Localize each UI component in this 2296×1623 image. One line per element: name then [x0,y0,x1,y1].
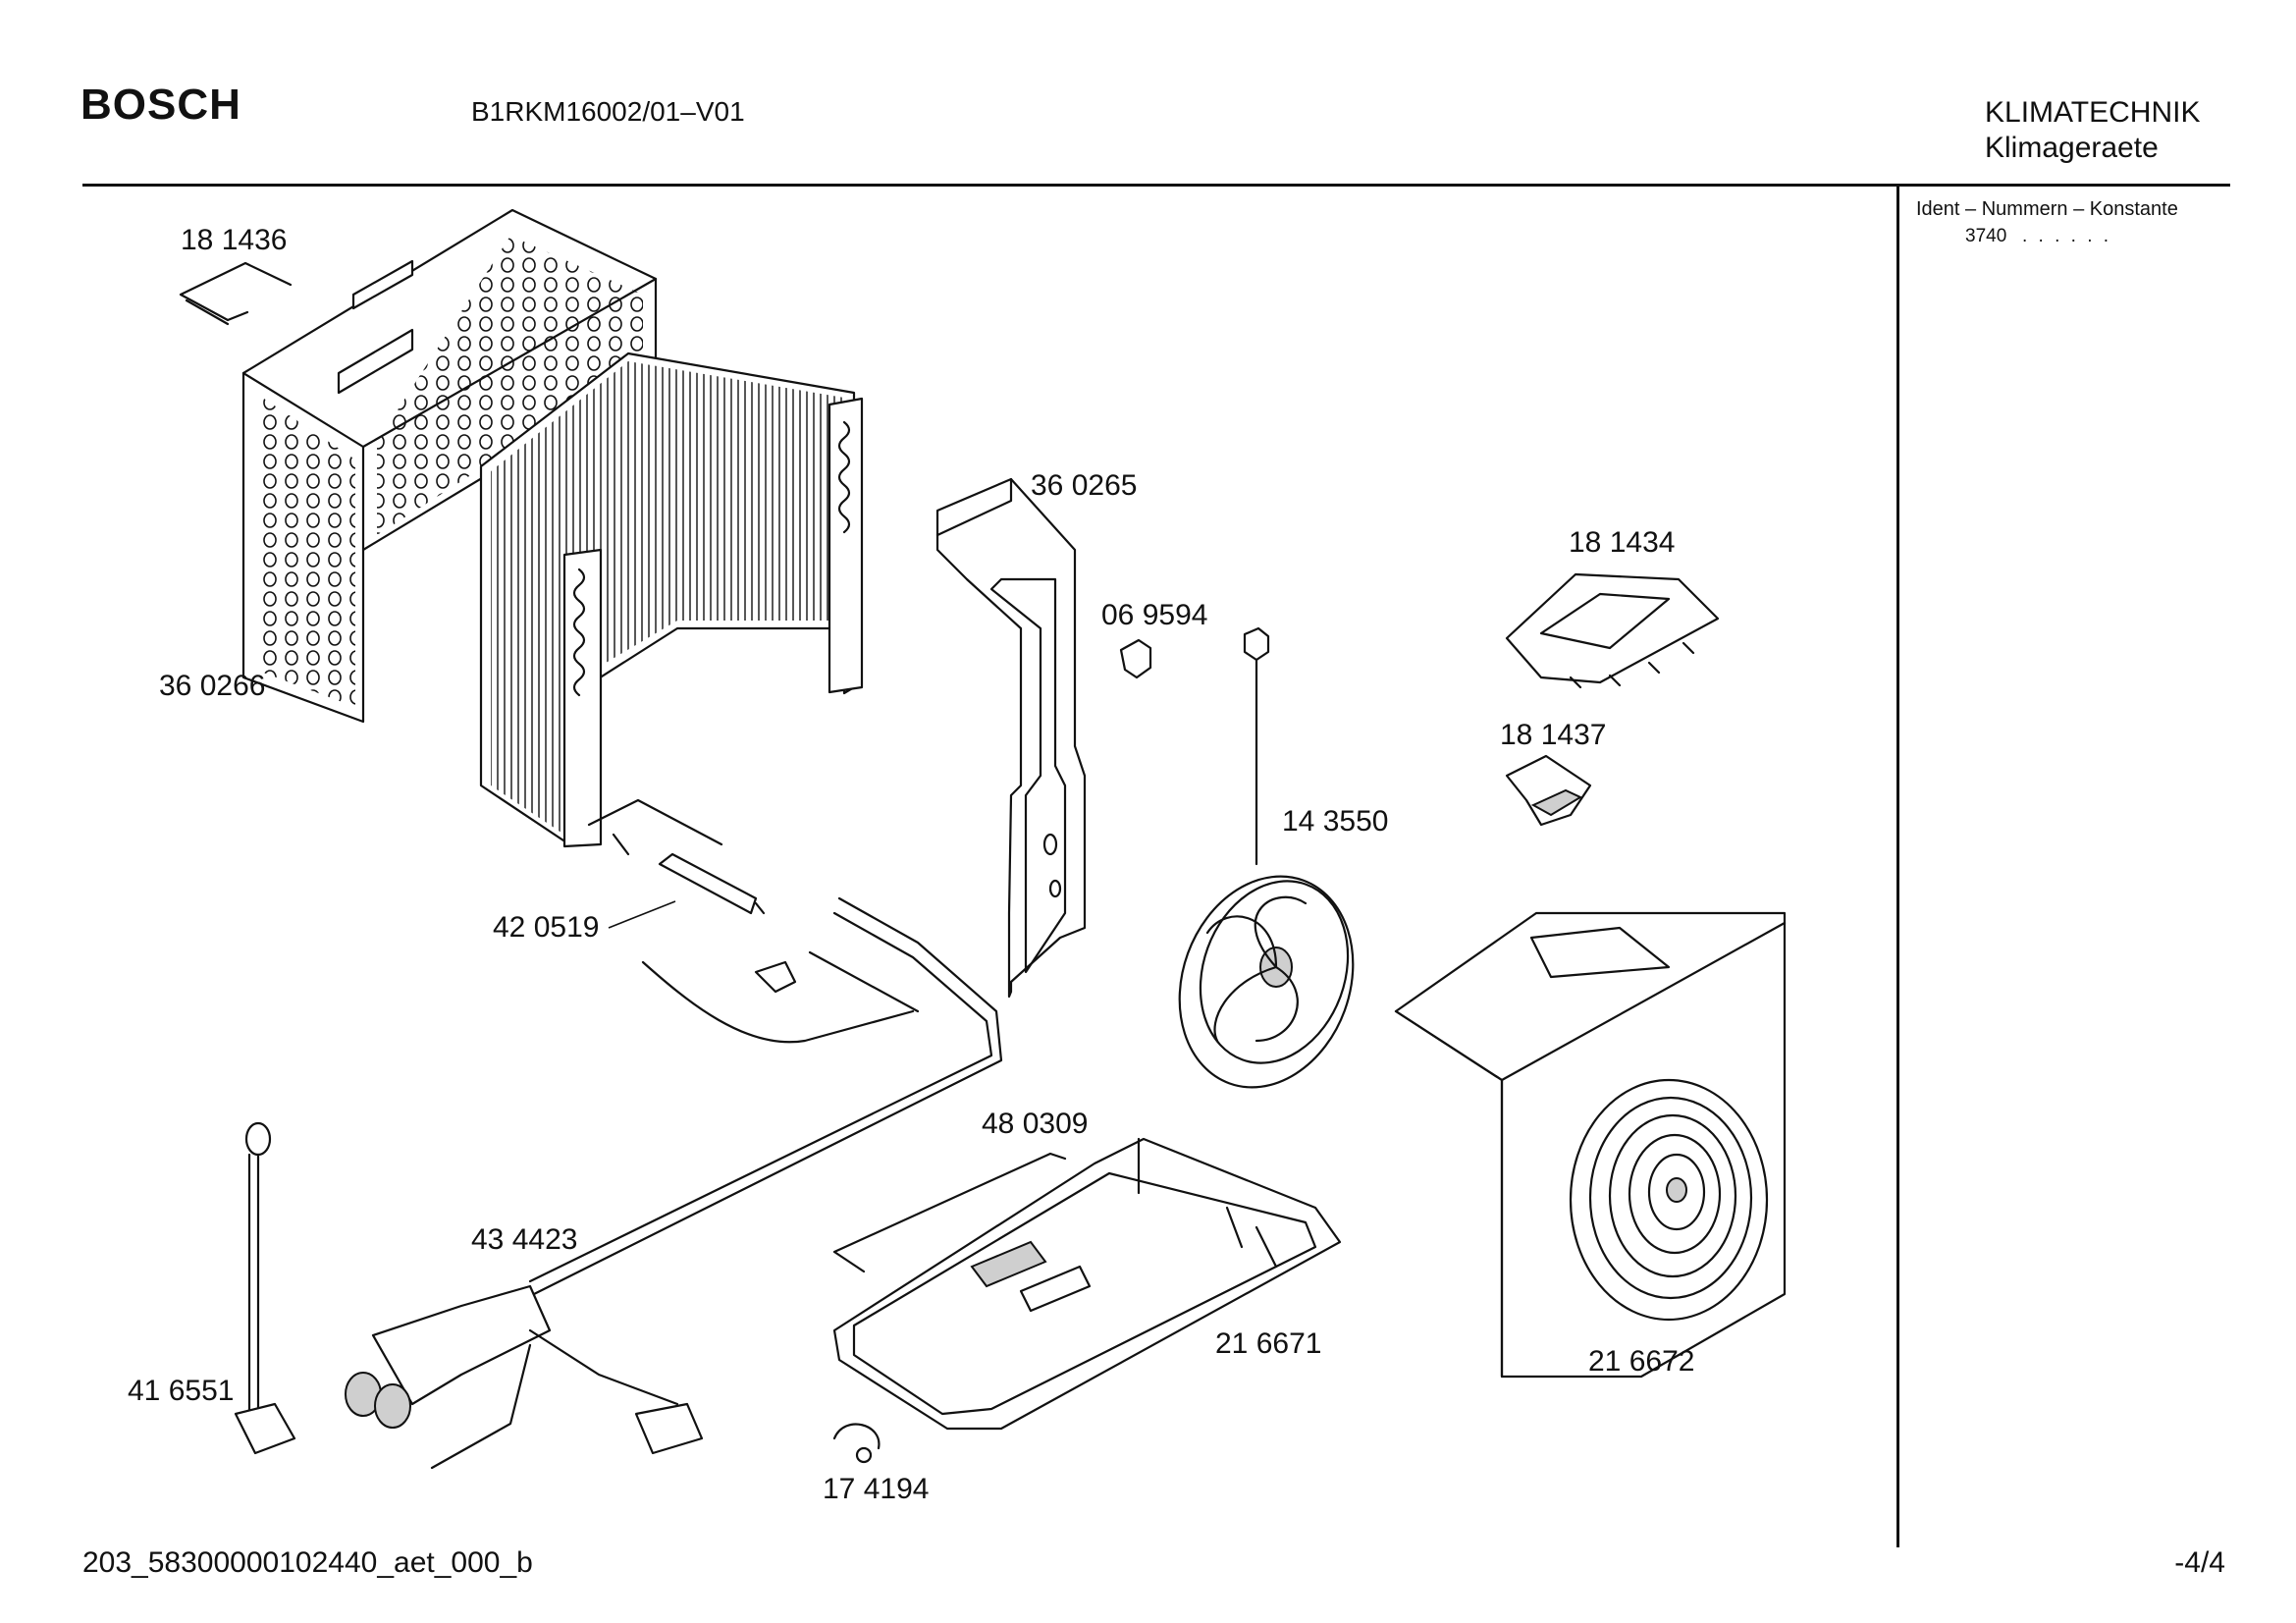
part-48-0309-wire [832,1152,1067,1273]
ident-panel-value: 3740 [1965,226,2007,246]
part-18-1434-cover [1505,572,1720,689]
part-36-0266-rear-grille [241,208,658,724]
part-42-0519-filter-drier [658,852,766,915]
document-id: 203_58300000102440_aet_000_b [82,1546,533,1579]
brand-logo: BOSCH [80,81,241,129]
part-18-1437-clip [1505,754,1592,827]
model-number: B1RKM16002/01–V01 [471,96,745,127]
callout-18-1434: 18 1434 [1569,526,1676,559]
callout-43-4423: 43 4423 [471,1223,578,1256]
ident-panel-dots: . . . . . . [2022,226,2112,246]
part-21-6671-base-tray [832,1137,1342,1431]
callout-48-0309: 48 0309 [982,1108,1089,1140]
callout-41-6551: 41 6551 [128,1375,235,1407]
part-06-9594-clip [1119,638,1152,679]
callout-18-1437: 18 1437 [1500,719,1607,751]
part-43-4423-piping [345,896,1003,1470]
page-number: -4/4 [2174,1546,2225,1579]
leader-42-0519 [608,900,676,929]
part-36-0265-bracket [935,477,1087,999]
callout-06-9594: 06 9594 [1101,599,1208,631]
callout-21-6671: 21 6671 [1215,1327,1322,1360]
part-21-6672-front-panel [1394,911,1787,1379]
ident-panel-title: Ident – Nummern – Konstante [1916,198,2178,220]
header-divider [82,184,2230,187]
subcategory-title: Klimageraete [1985,132,2159,164]
part-17-4194-clip [832,1423,881,1464]
callout-17-4194: 17 4194 [823,1473,930,1505]
category-title: KLIMATECHNIK [1985,96,2201,129]
part-14-3550-fan [1178,626,1355,1089]
side-panel-divider [1896,187,1899,1547]
part-41-6551-sensor [234,1121,296,1455]
callout-36-0266: 36 0266 [159,670,266,702]
part-18-1436-bracket [179,261,293,326]
part-condenser-coil [479,352,864,856]
callout-14-3550: 14 3550 [1282,805,1389,838]
callout-42-0519: 42 0519 [493,911,600,944]
callout-36-0265: 36 0265 [1031,469,1138,502]
callout-21-6672: 21 6672 [1588,1345,1695,1378]
callout-18-1436: 18 1436 [181,224,288,256]
